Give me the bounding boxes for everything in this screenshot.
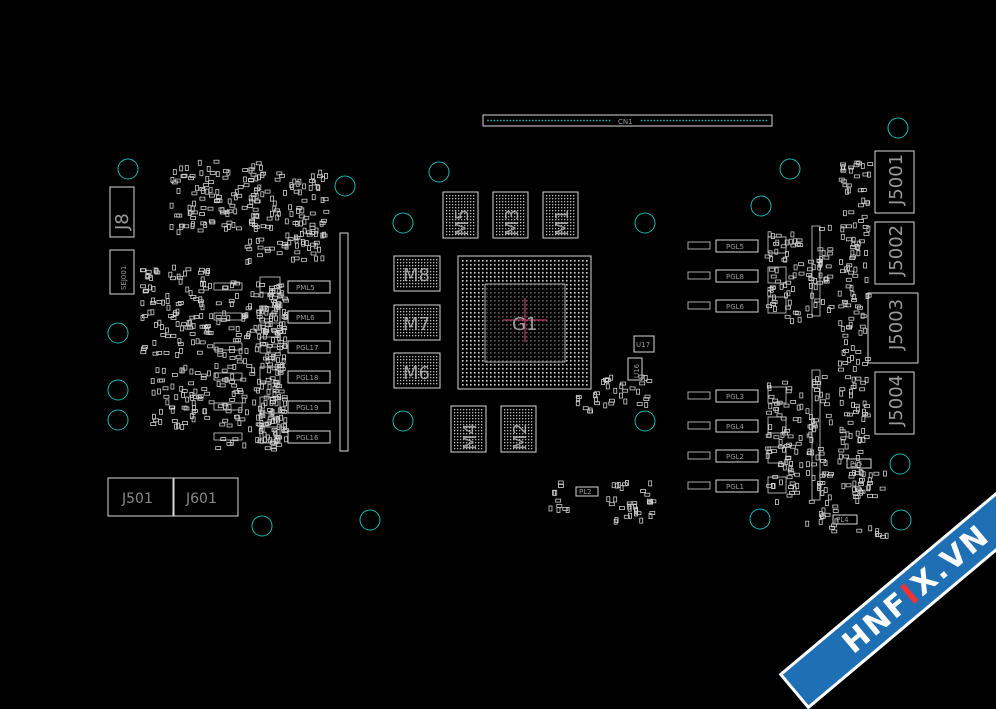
svg-text:PGL18: PGL18 xyxy=(296,374,318,382)
svg-text:PGL1: PGL1 xyxy=(726,483,744,491)
port-j5004: J5004 xyxy=(874,371,915,435)
mounting-hole xyxy=(750,195,772,217)
memory-chip-m1: M1 xyxy=(542,191,579,239)
connector-cn1: CN1 xyxy=(482,114,773,127)
memory-chip-m5: M5 xyxy=(442,191,479,239)
mounting-hole xyxy=(251,515,273,537)
mounting-hole xyxy=(634,212,656,234)
svg-text:PGL19: PGL19 xyxy=(296,404,318,412)
memory-chips: M5 M3 M1 M8 M7 M6 M4 xyxy=(393,191,579,453)
connector-j601-label: J601 xyxy=(185,491,217,507)
inductor-pgl3: PGL3 xyxy=(715,389,759,403)
inductor-pml6: PML6 xyxy=(287,310,331,324)
inductor-pgl18: PGL18 xyxy=(287,370,331,384)
mounting-hole xyxy=(634,410,656,432)
small-components xyxy=(139,159,889,539)
inductor-pgl1: PGL1 xyxy=(715,479,759,493)
svg-text:PML5: PML5 xyxy=(296,284,315,292)
bottom-connectors: J501 J601 xyxy=(107,477,239,517)
svg-text:PGL17: PGL17 xyxy=(296,344,318,352)
u17-label: U17 xyxy=(636,341,650,349)
connector-j501-label: J501 xyxy=(121,491,153,507)
mounting-hole xyxy=(887,117,909,139)
svg-text:PGL5: PGL5 xyxy=(726,243,744,251)
inductor-pgl19: PGL19 xyxy=(287,400,331,414)
svg-text:PML6: PML6 xyxy=(296,314,315,322)
pl4-label: PL4 xyxy=(836,516,849,524)
j8-label: J8 xyxy=(112,213,133,231)
connector-pins xyxy=(487,119,768,122)
inductor-pgl6: PGL6 xyxy=(715,299,759,313)
inductor-pgl5: PGL5 xyxy=(715,239,759,253)
svg-text:PGL2: PGL2 xyxy=(726,453,744,461)
right-inductors: PGL5 PGL8 PGL6 PGL3 PGL4 PGL2 PGL1 xyxy=(715,239,759,493)
mounting-hole xyxy=(359,509,381,531)
mounting-hole xyxy=(890,509,912,531)
mounting-holes xyxy=(107,117,912,537)
misc-labels: U17 U16 PL2 PL4 PL5 xyxy=(575,335,872,525)
right-ports: J5001 J5002 J5003 J5004 xyxy=(867,150,919,435)
port-j5001: J5001 xyxy=(874,150,915,214)
connector-label: CN1 xyxy=(618,118,633,126)
connector-j8: J8 xyxy=(109,186,135,238)
pl5-label: PL5 xyxy=(850,460,863,468)
mounting-hole xyxy=(428,161,450,183)
u16-label: U16 xyxy=(633,363,641,378)
port-label: J5001 xyxy=(886,154,907,206)
mounting-hole xyxy=(889,453,911,475)
left-inductors: PML5 PML6 PGL17 PGL18 PGL19 PGL16 xyxy=(287,280,331,444)
inductor-pgl2: PGL2 xyxy=(715,449,759,463)
port-label: J5004 xyxy=(886,375,907,427)
mounting-hole xyxy=(779,158,801,180)
sej-label: SEJ001 xyxy=(120,266,128,290)
mounting-hole xyxy=(749,508,771,530)
memory-chip-m3: M3 xyxy=(492,191,529,239)
svg-text:PGL16: PGL16 xyxy=(296,434,319,442)
gpu-label: G1 xyxy=(512,314,537,335)
port-label: J5003 xyxy=(886,299,907,351)
inductor-pgl4: PGL4 xyxy=(715,419,759,433)
inductor-pgl16: PGL16 xyxy=(287,430,331,444)
svg-text:PGL4: PGL4 xyxy=(726,423,745,431)
mounting-hole xyxy=(392,410,414,432)
mounting-hole xyxy=(107,379,129,401)
memory-chip-m8: M8 xyxy=(393,255,441,292)
port-label: J5002 xyxy=(886,225,907,277)
mounting-hole xyxy=(107,409,129,431)
vertical-header xyxy=(339,232,349,452)
memory-chip-m2: M2 xyxy=(500,405,537,453)
memory-chip-m4: M4 xyxy=(450,405,487,453)
pl2-label: PL2 xyxy=(579,488,592,496)
pcb-board-diagram: CN1 G1 M5 M3 M1 M8 xyxy=(107,114,919,539)
memory-chip-m7: M7 xyxy=(393,304,441,341)
mounting-hole xyxy=(117,158,139,180)
inductor-pgl17: PGL17 xyxy=(287,340,331,354)
svg-text:PGL3: PGL3 xyxy=(726,393,744,401)
inductor-pml5: PML5 xyxy=(287,280,331,294)
port-j5003: J5003 xyxy=(867,292,919,364)
memory-chip-m6: M6 xyxy=(393,352,441,389)
port-j5002: J5002 xyxy=(874,221,915,285)
gpu-package: G1 xyxy=(457,255,592,390)
mounting-hole xyxy=(107,322,129,344)
mounting-hole xyxy=(392,212,414,234)
mounting-hole xyxy=(334,175,356,197)
connector-sej001: SEJ001 xyxy=(109,249,135,295)
inductor-pgl8: PGL8 xyxy=(715,269,759,283)
svg-text:PGL8: PGL8 xyxy=(726,273,744,281)
svg-text:PGL6: PGL6 xyxy=(726,303,745,311)
